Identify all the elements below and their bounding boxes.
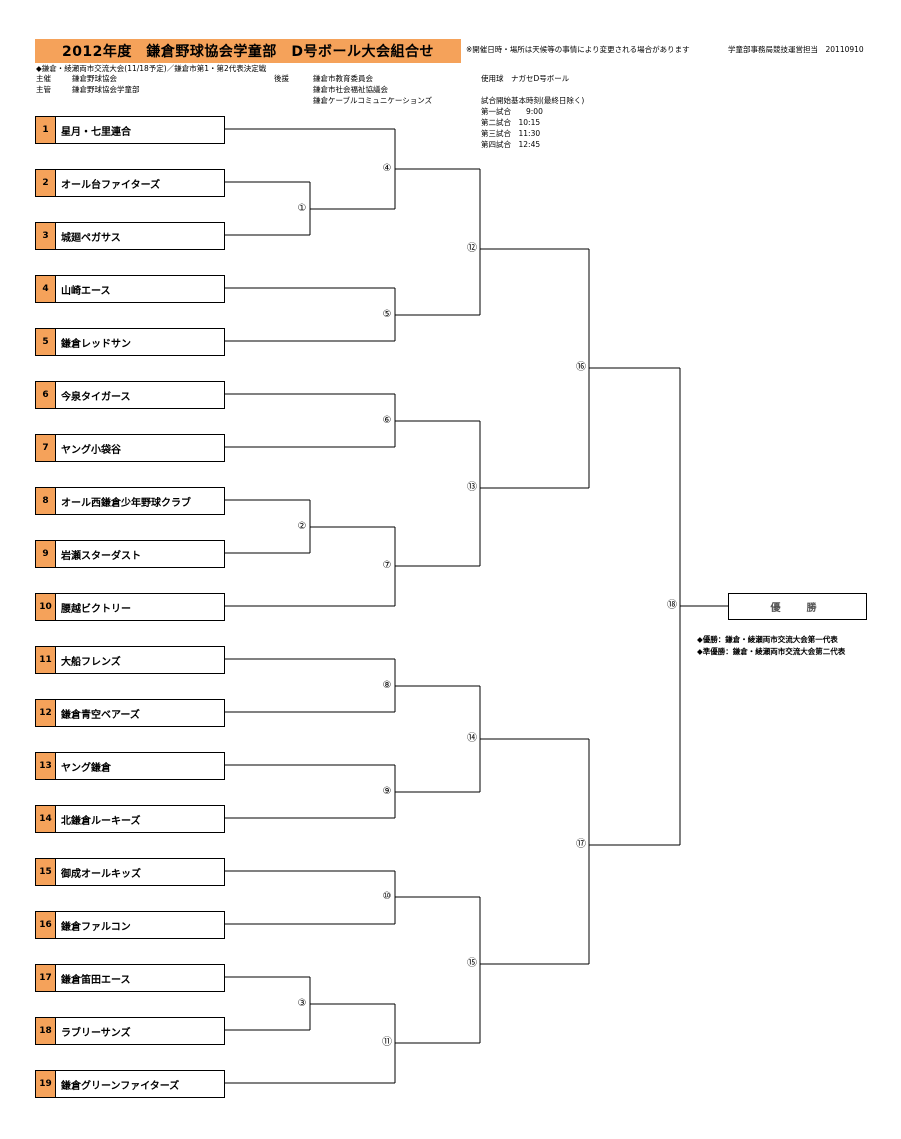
team-number: 14 <box>36 806 56 832</box>
champion-box: 優 勝 <box>728 593 867 620</box>
team-number: 9 <box>36 541 56 567</box>
time-item: 第四試合 12:45 <box>481 140 541 149</box>
team-row: 18 ラブリーサンズ <box>35 1017 225 1045</box>
team-number: 11 <box>36 647 56 673</box>
match-number: ⑬ <box>467 482 477 493</box>
team-name: オール西鎌倉少年野球クラブ <box>61 497 191 509</box>
team-number: 19 <box>36 1071 56 1097</box>
team-row: 7 ヤング小袋谷 <box>35 434 225 462</box>
support-label: 後援 <box>274 74 289 83</box>
match-number: ⑮ <box>467 958 477 969</box>
team-row: 4 山崎エース <box>35 275 225 303</box>
team-number: 12 <box>36 700 56 726</box>
organizer-text: 鎌倉野球協会学童部 <box>72 85 140 94</box>
team-name: 御成オールキッズ <box>61 868 141 880</box>
team-name: 北鎌倉ルーキーズ <box>61 815 141 827</box>
team-number: 16 <box>36 912 56 938</box>
team-row: 11 大船フレンズ <box>35 646 225 674</box>
team-number: 10 <box>36 594 56 620</box>
team-number: 18 <box>36 1018 56 1044</box>
team-number: 6 <box>36 382 56 408</box>
match-number: ⑨ <box>382 786 392 797</box>
support-item: 鎌倉市社会福祉協議会 <box>313 85 388 94</box>
notice-text: ※開催日時・場所は天候等の事情により変更される場合があります <box>466 45 690 54</box>
team-row: 17 鎌倉笛田エース <box>35 964 225 992</box>
match-number: ⑱ <box>667 600 677 611</box>
office-text: 学童部事務局競技運営担当 20110910 <box>728 45 864 54</box>
match-number: ④ <box>382 163 392 174</box>
support-item: 鎌倉市教育委員会 <box>313 74 373 83</box>
team-number: 1 <box>36 117 56 143</box>
team-name: 岩瀬スターダスト <box>61 550 141 562</box>
team-name: ヤング小袋谷 <box>61 444 121 456</box>
team-row: 14 北鎌倉ルーキーズ <box>35 805 225 833</box>
team-row: 2 オール台ファイターズ <box>35 169 225 197</box>
time-item: 第三試合 11:30 <box>481 129 541 138</box>
team-number: 7 <box>36 435 56 461</box>
host-label: 主催 <box>36 74 51 83</box>
team-row: 15 御成オールキッズ <box>35 858 225 886</box>
match-number: ② <box>297 521 307 532</box>
match-number: ⑰ <box>576 839 586 850</box>
team-number: 4 <box>36 276 56 302</box>
team-row: 3 城廻ペガサス <box>35 222 225 250</box>
match-number: ⑩ <box>382 891 392 902</box>
team-name: ラブリーサンズ <box>61 1027 131 1039</box>
team-number: 15 <box>36 859 56 885</box>
team-number: 2 <box>36 170 56 196</box>
team-name: 鎌倉レッドサン <box>61 338 131 350</box>
host-text: 鎌倉野球協会 <box>72 74 117 83</box>
team-number: 3 <box>36 223 56 249</box>
team-name: 鎌倉青空ベアーズ <box>61 709 140 721</box>
match-number: ① <box>297 203 307 214</box>
match-number: ③ <box>297 998 307 1009</box>
team-row: 10 腰越ビクトリー <box>35 593 225 621</box>
team-name: ヤング鎌倉 <box>61 762 111 774</box>
team-row: 19 鎌倉グリーンファイターズ <box>35 1070 225 1098</box>
team-name: 大船フレンズ <box>61 656 121 668</box>
team-name: 腰越ビクトリー <box>61 603 131 615</box>
match-number: ⑦ <box>382 560 392 571</box>
support-item: 鎌倉ケーブルコミュニケーションズ <box>313 96 433 105</box>
final-note: ◆準優勝：鎌倉・綾瀬両市交流大会第二代表 <box>697 647 846 656</box>
team-row: 13 ヤング鎌倉 <box>35 752 225 780</box>
team-name: 鎌倉グリーンファイターズ <box>61 1080 180 1092</box>
team-name: 山崎エース <box>61 285 111 297</box>
time-title: 試合開始基本時刻(最終日除く) <box>481 96 585 105</box>
ball-text: 使用球 ナガセD号ボール <box>481 74 570 83</box>
team-row: 16 鎌倉ファルコン <box>35 911 225 939</box>
organizer-label: 主管 <box>36 85 51 94</box>
event-text: ◆鎌倉・綾瀬両市交流大会(11/18予定)／鎌倉市第1・第2代表決定戦 <box>36 64 267 73</box>
team-number: 13 <box>36 753 56 779</box>
team-row: 1 星月・七里連合 <box>35 116 225 144</box>
match-number: ⑥ <box>382 415 392 426</box>
team-number: 5 <box>36 329 56 355</box>
team-row: 9 岩瀬スターダスト <box>35 540 225 568</box>
team-row: 6 今泉タイガース <box>35 381 225 409</box>
team-row: 12 鎌倉青空ベアーズ <box>35 699 225 727</box>
match-number: ⑫ <box>467 243 477 254</box>
team-name: 星月・七里連合 <box>61 126 131 138</box>
team-row: 5 鎌倉レッドサン <box>35 328 225 356</box>
match-number: ⑯ <box>576 362 586 373</box>
match-number: ⑪ <box>382 1037 392 1048</box>
time-item: 第二試合 10:15 <box>481 118 541 127</box>
team-number: 8 <box>36 488 56 514</box>
team-row: 8 オール西鎌倉少年野球クラブ <box>35 487 225 515</box>
final-note: ◆優勝：鎌倉・綾瀬両市交流大会第一代表 <box>697 635 838 644</box>
page-title: 2012年度 鎌倉野球協会学童部 D号ボール大会組合せ <box>35 39 461 63</box>
match-number: ⑧ <box>382 680 392 691</box>
team-name: オール台ファイターズ <box>61 179 161 191</box>
match-number: ⑤ <box>382 309 392 320</box>
time-item: 第一試合 9:00 <box>481 107 543 116</box>
team-name: 鎌倉ファルコン <box>61 921 131 933</box>
team-name: 今泉タイガース <box>61 391 131 403</box>
match-number: ⑭ <box>467 733 477 744</box>
team-number: 17 <box>36 965 56 991</box>
team-name: 鎌倉笛田エース <box>61 974 131 986</box>
team-name: 城廻ペガサス <box>61 232 121 244</box>
